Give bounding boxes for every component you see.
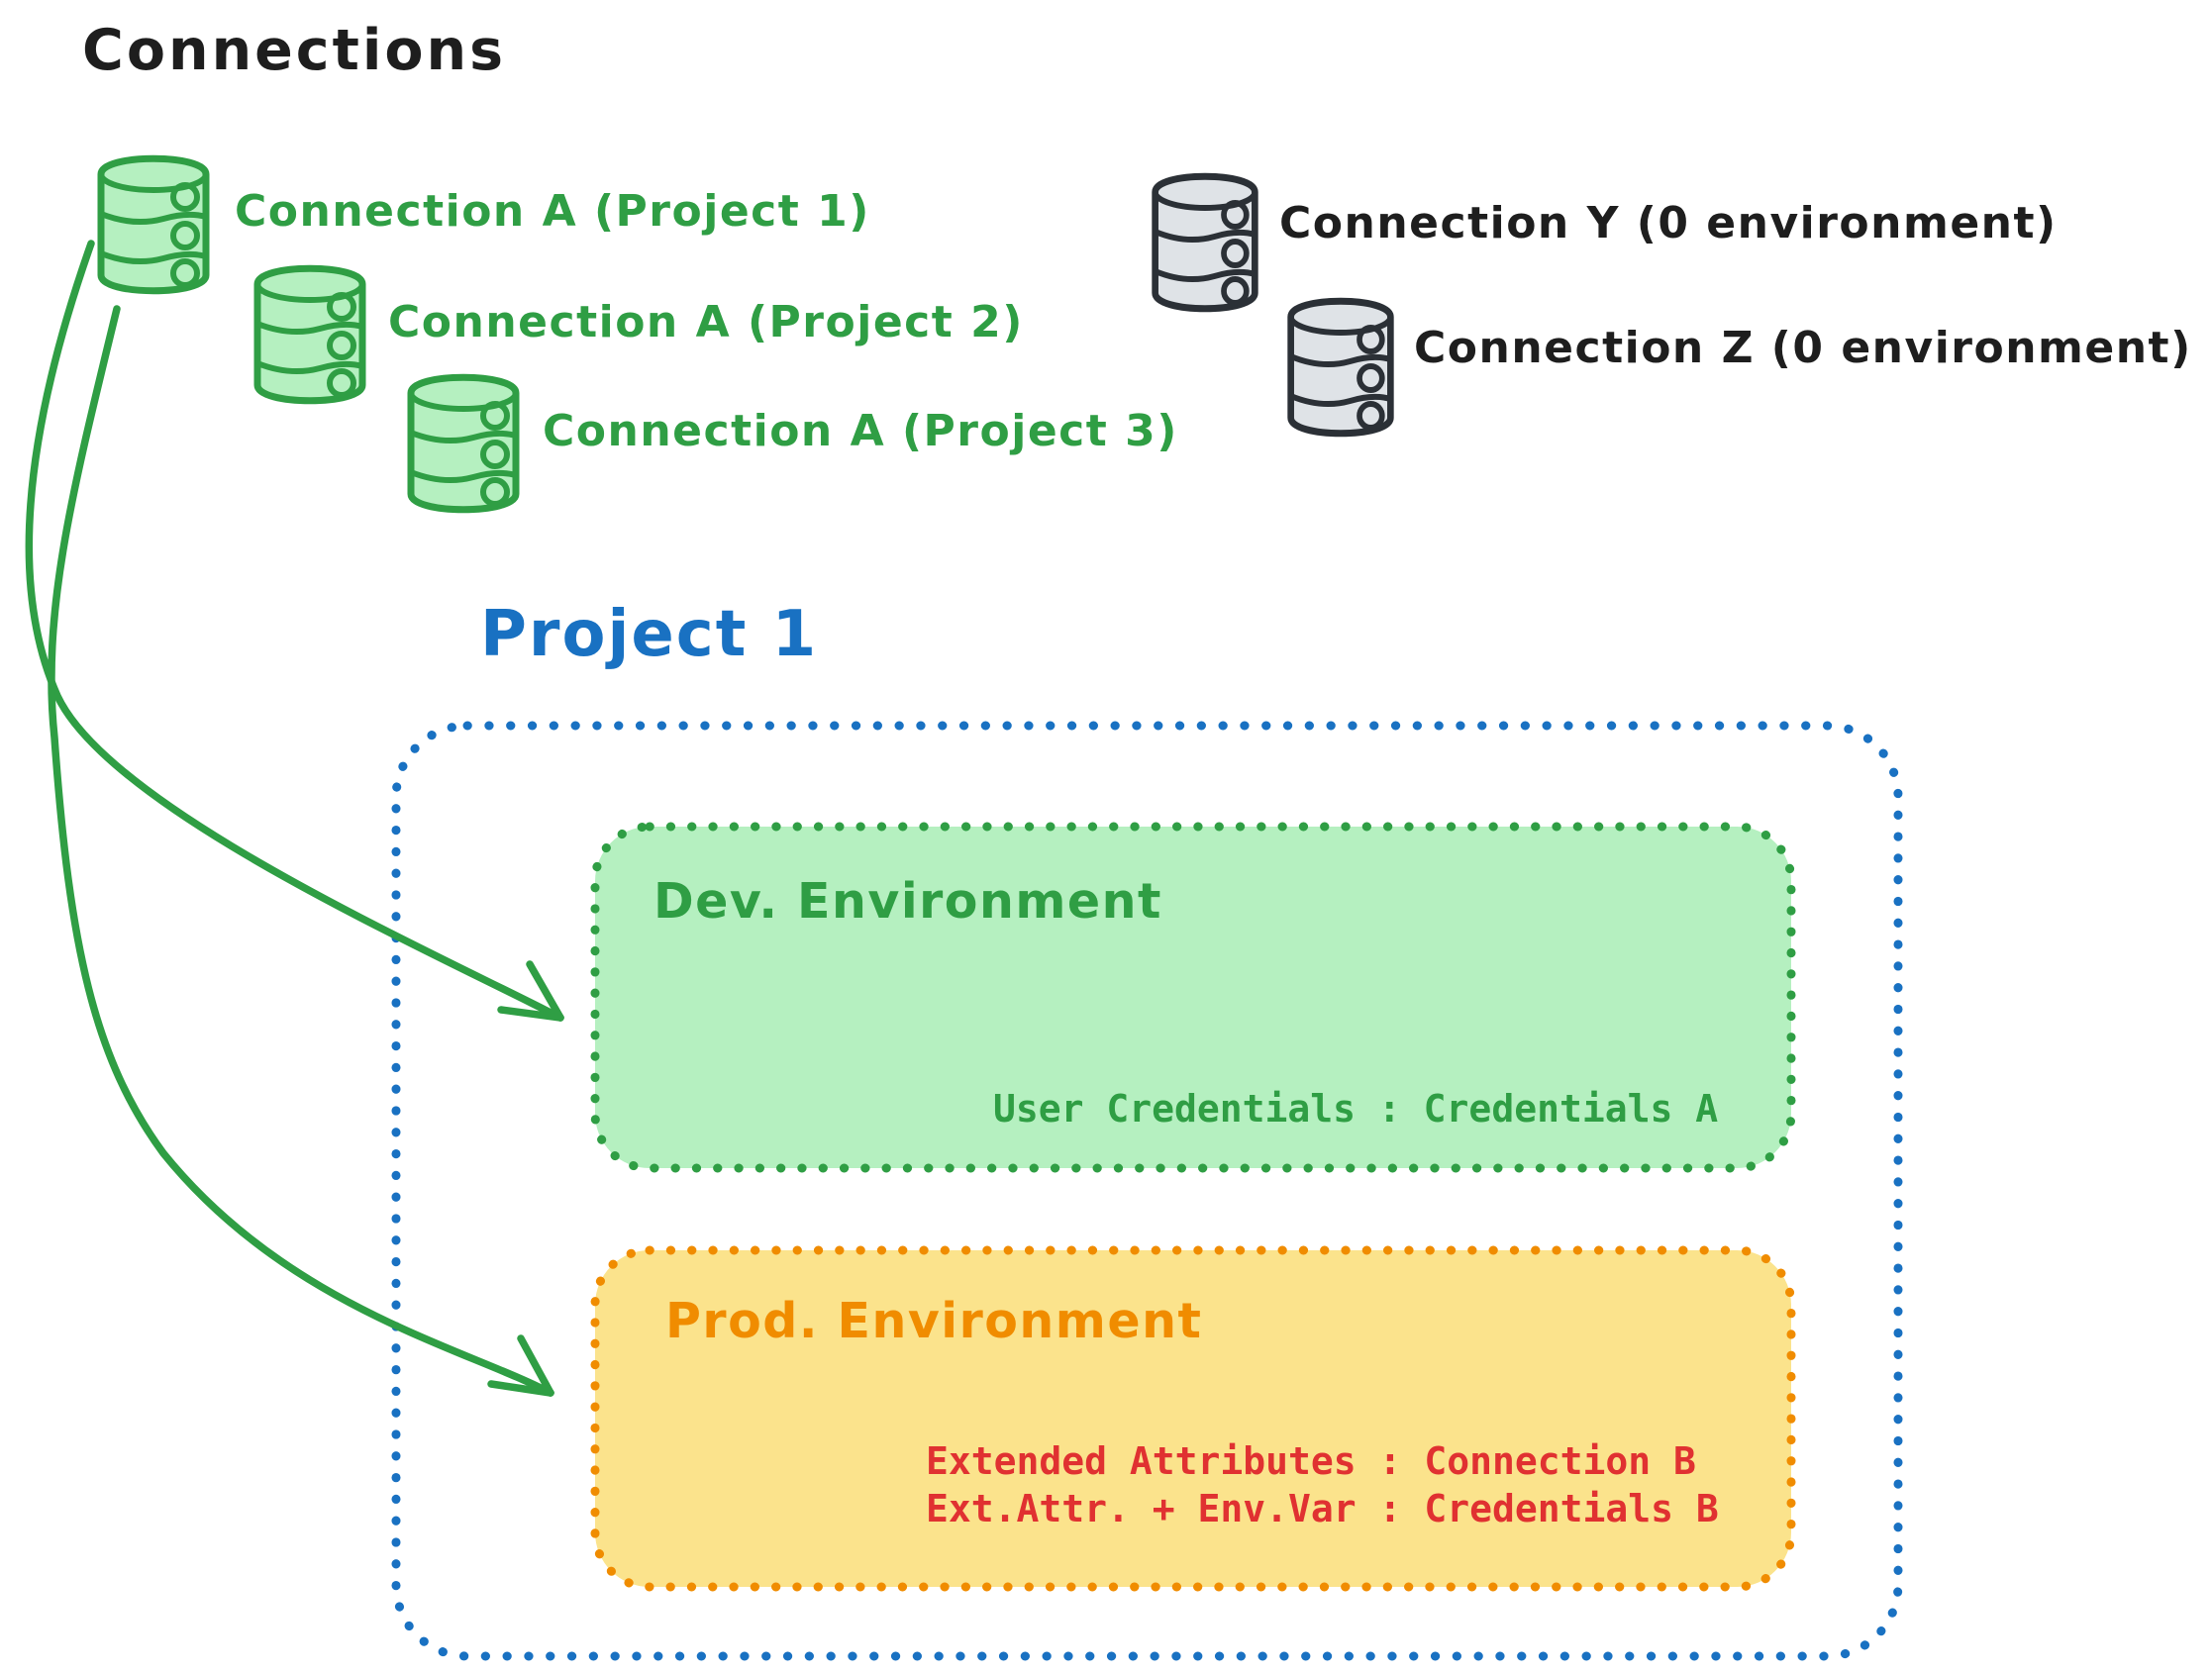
dev-environment-credentials-line: User Credentials : Credentials A [993,1087,1719,1131]
dev-environment-box [590,822,1796,1173]
project-1-title: Project 1 [480,598,819,671]
database-icon-connection-a-project-3 [411,377,516,510]
arrow-connection-a-to-dev [25,240,564,1022]
dev-environment-title: Dev. Environment [654,873,1162,930]
connection-y-label: Connection Y (0 environment) [1279,198,2058,248]
connection-a-project-3-label: Connection A (Project 3) [543,406,1178,456]
prod-credentials-line-2: Ext.Attr. + Env.Var : Credentials B [926,1487,1719,1530]
prod-credentials-line-1: Extended Attributes : Connection B [926,1439,1696,1483]
arrow-connection-a-to-prod [48,305,554,1397]
connection-a-project-2-label: Connection A (Project 2) [388,297,1024,347]
database-icon-connection-y [1155,176,1256,309]
database-icon-connection-a-project-1 [101,158,206,291]
database-icon-connection-a-project-2 [257,268,362,401]
prod-environment-credentials-lines: Extended Attributes : Connection B Ext.A… [926,1437,1719,1532]
prod-environment-title: Prod. Environment [665,1293,1203,1349]
connection-a-project-1-label: Connection A (Project 1) [235,186,870,237]
database-icon-connection-z [1290,301,1391,434]
connection-z-label: Connection Z (0 environment) [1414,323,2192,373]
prod-environment-box [590,1245,1796,1592]
page-title: Connections [82,18,507,83]
